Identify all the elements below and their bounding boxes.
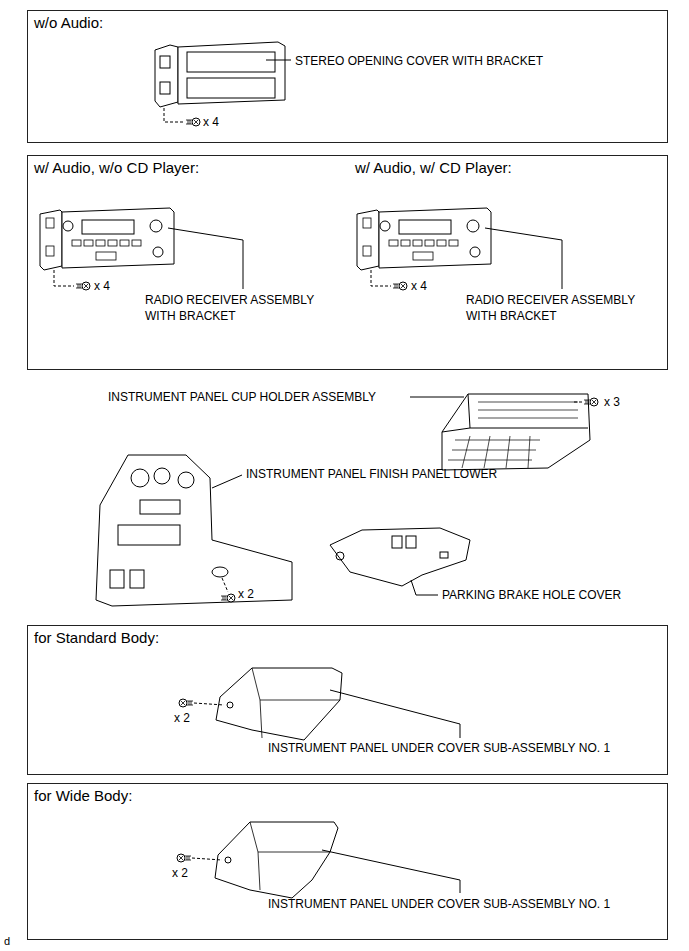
part-name: RADIO RECEIVER ASSEMBLY WITH BRACKET (466, 292, 666, 324)
quantity: x 4 (203, 114, 219, 130)
part-name: STEREO OPENING COVER WITH BRACKET (295, 53, 543, 69)
quantity: x 2 (172, 865, 188, 881)
section-heading: w/ Audio, w/o CD Player: (34, 159, 199, 177)
section-frame: for Wide Body: (27, 783, 668, 940)
section-frame: w/o Audio: (27, 10, 668, 143)
quantity: x 2 (174, 710, 190, 726)
part-name: INSTRUMENT PANEL CUP HOLDER ASSEMBLY (108, 389, 376, 405)
figure-code: d (4, 933, 10, 949)
section-heading: for Wide Body: (34, 787, 132, 805)
quantity: x 4 (94, 278, 110, 294)
part-name: INSTRUMENT PANEL UNDER COVER SUB-ASSEMBL… (268, 740, 610, 756)
section-heading: w/ Audio, w/ CD Player: (355, 159, 512, 177)
part-name: INSTRUMENT PANEL UNDER COVER SUB-ASSEMBL… (268, 896, 610, 912)
quantity: x 3 (604, 394, 620, 410)
section-heading: w/o Audio: (34, 14, 103, 32)
section-frame: w/ Audio, w/o CD Player: w/ Audio, w/ CD … (27, 155, 668, 370)
part-name: RADIO RECEIVER ASSEMBLY WITH BRACKET (145, 292, 345, 324)
section-heading: for Standard Body: (34, 629, 159, 647)
part-name: PARKING BRAKE HOLE COVER (442, 587, 621, 603)
quantity: x 2 (238, 586, 254, 602)
part-name: INSTRUMENT PANEL FINISH PANEL LOWER (246, 466, 497, 482)
quantity: x 4 (411, 278, 427, 294)
